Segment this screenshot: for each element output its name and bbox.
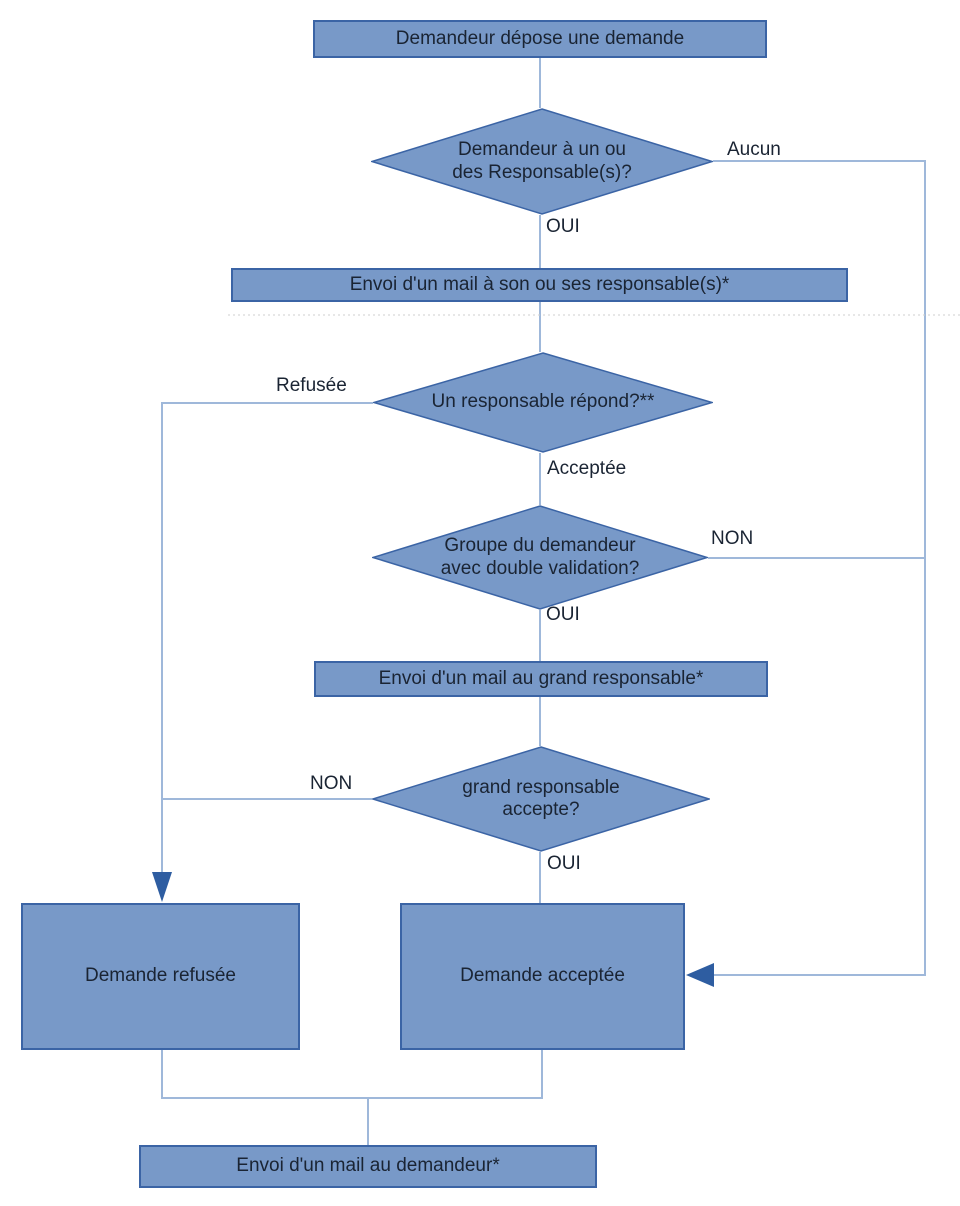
node-responsable-repond-label: Un responsable répond?** (431, 391, 655, 413)
node-mail-responsables-label: Envoi d'un mail à son ou ses responsable… (349, 273, 730, 295)
edge-label-non-2: NON (310, 773, 353, 794)
arrowhead-down-into-refusee (152, 872, 172, 902)
diamond-shape (371, 108, 713, 215)
diamond-shape (373, 352, 713, 453)
edge-label-aucun: Aucun (727, 139, 781, 160)
node-depose-label: Demandeur dépose une demande (395, 27, 685, 49)
node-mail-demandeur-label: Envoi d'un mail au demandeur* (236, 1155, 500, 1177)
node-mail-grand-responsable: Envoi d'un mail au grand responsable* (314, 661, 768, 697)
edge-label-oui-1: OUI (546, 216, 580, 237)
arrowhead-left-into-acceptee (686, 963, 714, 987)
edge-label-acceptee: Acceptée (547, 458, 627, 479)
diamond-shape (372, 505, 708, 610)
node-responsable-repond: Un responsable répond?** (373, 352, 713, 453)
edge-label-oui-2: OUI (546, 604, 580, 625)
edge-label-refusee: Refusée (276, 375, 347, 396)
node-mail-grand-responsable-label: Envoi d'un mail au grand responsable* (378, 667, 704, 689)
node-has-responsable-label: Demandeur à un ou des Responsable(s)? (452, 139, 632, 183)
edge-refusee-line (161, 402, 373, 873)
node-grand-accepte: grand responsable accepte? (372, 746, 710, 852)
edge-label-non-1: NON (711, 528, 754, 549)
node-double-validation-label: Groupe du demandeur avec double validati… (440, 535, 640, 579)
node-depose: Demandeur dépose une demande (313, 20, 767, 58)
node-demande-acceptee: Demande acceptée (400, 903, 685, 1050)
node-demande-refusee: Demande refusée (21, 903, 300, 1050)
node-has-responsable: Demandeur à un ou des Responsable(s)? (371, 108, 713, 215)
edge-label-oui-3: OUI (547, 853, 581, 874)
node-double-validation: Groupe du demandeur avec double validati… (372, 505, 708, 610)
edge-join-bottom-line (161, 1050, 543, 1099)
node-mail-demandeur: Envoi d'un mail au demandeur* (139, 1145, 597, 1188)
diamond-shape (372, 746, 710, 852)
node-mail-responsables: Envoi d'un mail à son ou ses responsable… (231, 268, 848, 302)
edge-aucun-line (713, 160, 926, 976)
node-grand-accepte-label: grand responsable accepte? (462, 776, 620, 820)
node-demande-refusee-label: Demande refusée (84, 965, 237, 987)
node-demande-acceptee-label: Demande acceptée (460, 965, 625, 987)
